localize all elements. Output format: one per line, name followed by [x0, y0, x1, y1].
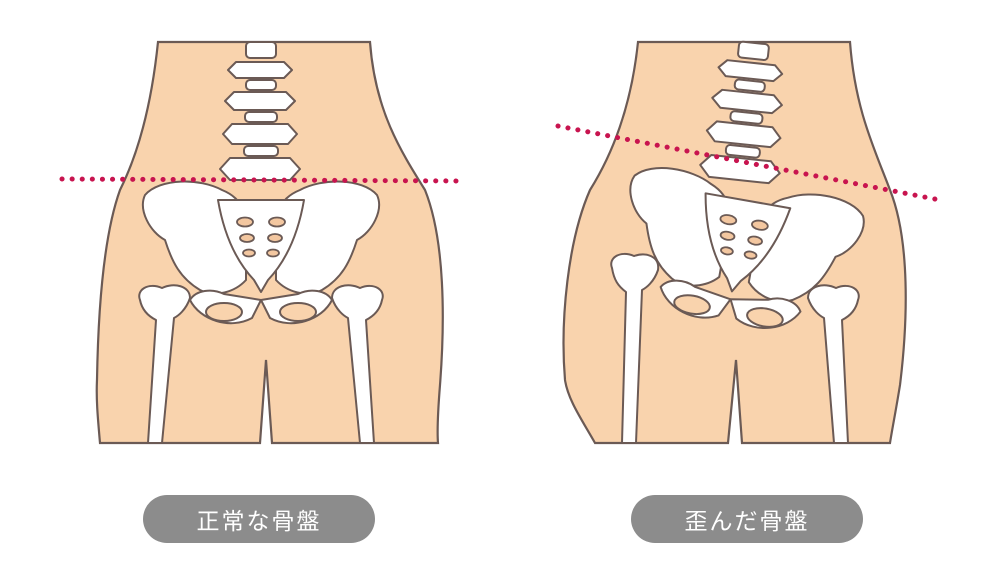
sacral-foramina — [236, 216, 286, 258]
horizontal-guide-line — [59, 176, 463, 184]
normal-pelvis-illustration — [59, 40, 463, 445]
right-obturator — [279, 302, 317, 322]
left-femur — [610, 252, 660, 444]
pelvis — [629, 167, 865, 329]
left-obturator — [205, 302, 243, 322]
sacral-foramina — [719, 214, 769, 260]
right-femur — [807, 284, 860, 444]
spine — [699, 40, 784, 185]
femurs — [610, 252, 860, 444]
distorted-pelvis-illustration — [555, 40, 943, 445]
normal-pelvis-figure — [40, 0, 480, 460]
distorted-pelvis-caption: 歪んだ骨盤 — [631, 495, 863, 543]
left-obturator — [673, 294, 711, 316]
right-femur — [331, 284, 384, 444]
tilted-guide-line — [555, 123, 943, 203]
distorted-pelvis-figure — [520, 0, 960, 460]
right-obturator — [746, 307, 784, 328]
femurs — [138, 284, 384, 444]
left-femur — [138, 284, 191, 444]
normal-pelvis-caption: 正常な骨盤 — [143, 495, 375, 543]
pelvis — [142, 180, 380, 325]
spine — [219, 41, 301, 181]
